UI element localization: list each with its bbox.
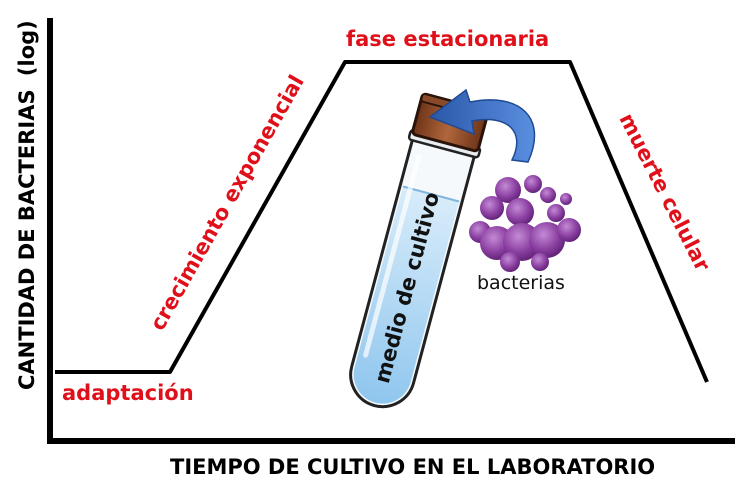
test-tube-icon: medio de cultivo: [349, 92, 490, 409]
bacterium: [480, 196, 504, 220]
bacterium: [540, 187, 556, 203]
y-axis-label: CANTIDAD DE BACTERIAS: [15, 89, 39, 390]
phase-exponential-label: crecimiento exponencial: [145, 71, 308, 334]
bacterium: [557, 218, 581, 242]
axes: [47, 18, 735, 444]
phase-lag-label: adaptación: [62, 381, 194, 405]
arrow-shaft: [428, 88, 536, 163]
phase-stationary-label: fase estacionaria: [346, 27, 549, 51]
bacterium: [547, 204, 565, 222]
x-axis-title: TIEMPO DE CULTIVO EN EL LABORATORIO: [170, 455, 655, 477]
tube-highlight: [363, 154, 422, 358]
culture-medium: [353, 186, 460, 404]
y-axis-unit: (log): [15, 20, 39, 76]
growth-curve: [55, 60, 709, 383]
bacterium: [524, 175, 542, 193]
curved-arrow-icon: [428, 88, 536, 163]
bacterium: [495, 177, 521, 203]
bacterium: [531, 253, 549, 271]
bacterium: [500, 252, 520, 272]
y-axis-title: CANTIDAD DE BACTERIAS (log): [15, 20, 39, 390]
bacterium: [560, 193, 572, 205]
bacteria-cluster-icon: [469, 175, 581, 272]
bacteria-label: bacterias: [477, 272, 565, 294]
bacterium: [529, 222, 565, 258]
bacterium: [506, 198, 534, 226]
phase-death-label: muerte celular: [615, 109, 715, 275]
